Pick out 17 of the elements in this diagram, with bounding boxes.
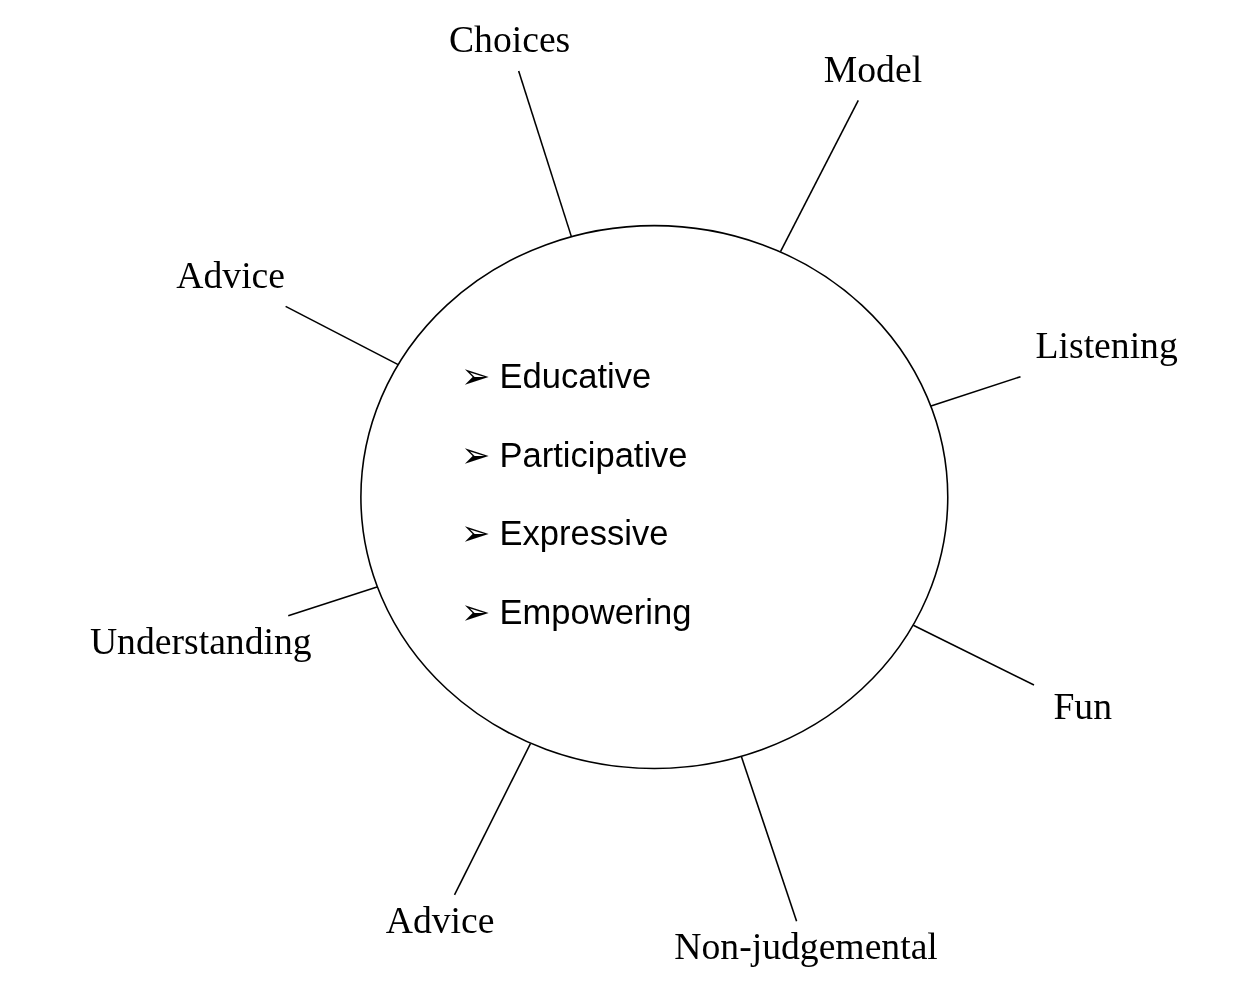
connector — [284, 305, 399, 366]
connector — [287, 586, 378, 617]
node-text: Fun — [1053, 684, 1113, 727]
node-text: Advice — [176, 253, 286, 296]
connector — [740, 756, 798, 922]
connector — [930, 375, 1022, 407]
node-circle: ➢ Educative ➢ Participative ➢ Expressive ➢ Empowering — [360, 224, 949, 770]
node-text: Listening — [1035, 324, 1178, 367]
connector — [779, 99, 860, 253]
node-text: Non-judgemental — [674, 925, 938, 968]
node-text: Choices — [448, 18, 571, 61]
node-text: Advice — [385, 899, 495, 942]
connector — [517, 70, 573, 238]
connector — [453, 742, 532, 896]
connector — [912, 624, 1035, 686]
node-text: Model — [823, 47, 923, 90]
node-text: Understanding — [89, 619, 312, 662]
